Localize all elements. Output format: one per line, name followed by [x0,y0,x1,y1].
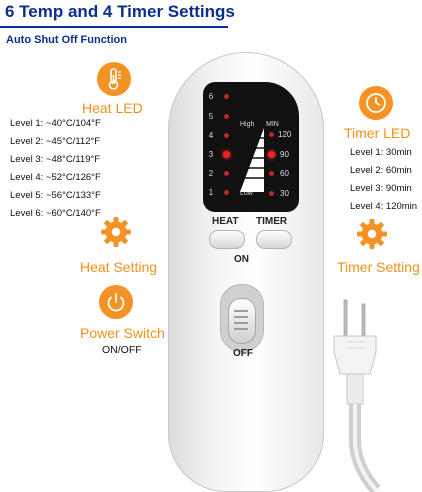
heat-level-item: Level 2: ~45°C/112°F [10,136,101,147]
timer-setting-label: Timer Setting [337,259,420,275]
heat-led-number: 5 [208,112,214,121]
power-switch-label: Power Switch [80,325,165,341]
display-low-label: Low [240,190,253,197]
off-label: OFF [233,348,253,359]
heat-led-5 [224,114,229,119]
heat-led-4 [224,133,229,138]
page-subtitle: Auto Shut Off Function [6,34,127,46]
display-high-label: High [240,121,255,128]
heat-level-item: Level 4: ~52°C/126°F [10,172,101,183]
timer-led-60 [269,171,274,176]
power-switch-sub: ON/OFF [102,344,142,356]
switch-grip-line [234,322,248,324]
heat-led-number: 6 [208,92,214,101]
switch-grip-line [234,310,248,312]
heat-led-1 [224,190,229,195]
timer-level-item: Level 1: 30min [350,147,412,158]
plug-icon [333,299,381,492]
timer-button[interactable] [256,230,292,249]
timer-led-120 [269,132,274,137]
timer-level-item: Level 3: 90min [350,183,412,194]
heat-level-item: Level 1: ~40°C/104°F [10,118,101,129]
timer-led-90 [268,151,275,158]
page-title: 6 Temp and 4 Timer Settings [5,2,235,21]
heat-level-item: Level 5: ~56°C/133°F [10,190,101,201]
timer-button-label: TIMER [256,216,288,227]
heat-led-number: 4 [208,131,214,140]
timer-level-list: Level 1: 30min Level 2: 60min Level 3: 9… [350,143,417,215]
display-min-label: MIN [266,121,279,128]
power-icon [99,285,133,319]
switch-grip-line [234,328,248,330]
title-underline [0,26,228,28]
on-label: ON [234,254,249,265]
heat-setting-label: Heat Setting [80,259,158,275]
heat-level-list: Level 1: ~40°C/104°F Level 2: ~45°C/112°… [10,115,101,223]
timer-level-item: Level 2: 60min [350,165,412,176]
timer-led-number: 120 [278,130,292,139]
heat-level-item: Level 3: ~48°C/119°F [10,154,101,165]
timer-led-label: Timer LED [344,125,411,141]
heat-button[interactable] [209,230,245,249]
timer-led-number: 90 [280,150,289,159]
heat-button-label: HEAT [212,216,239,227]
timer-led-30 [269,191,274,196]
thermometer-icon [97,62,131,96]
gear-icon [100,216,132,248]
gear-icon [356,218,388,250]
heat-led-label: Heat LED [82,100,143,116]
heat-led-number: 3 [208,150,214,159]
clock-icon [359,86,393,120]
switch-grip-line [234,316,248,318]
timer-level-item: Level 4: 120min [350,201,418,212]
timer-led-number: 30 [280,189,289,198]
timer-led-number: 60 [280,169,289,178]
heat-led-2 [224,171,229,176]
heat-led-number: 1 [208,188,214,197]
power-switch-toggle[interactable] [228,298,256,344]
heat-led-3 [223,151,230,158]
heat-level-bars [240,128,264,192]
heat-led-6 [224,94,229,99]
heat-level-item: Level 6: ~60°C/140°F [10,208,101,219]
heat-led-number: 2 [208,169,214,178]
